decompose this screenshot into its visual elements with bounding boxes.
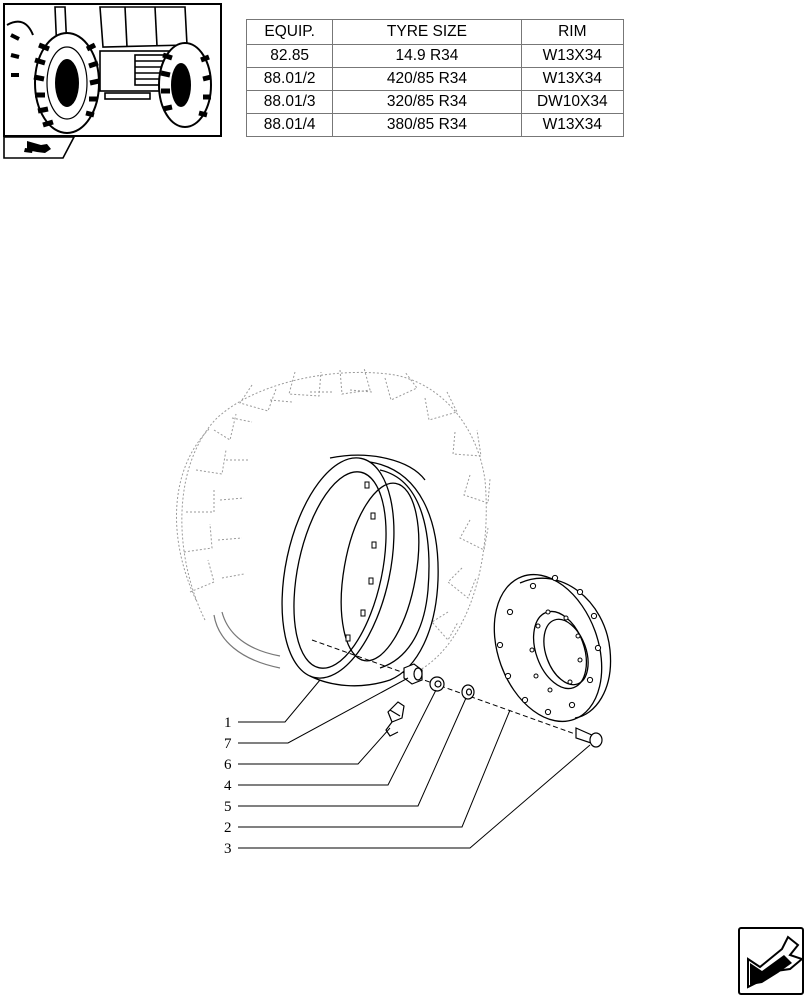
callout-1: 1: [224, 715, 232, 731]
callout-leaders: [238, 677, 591, 849]
assembly-axis-line: [311, 639, 593, 741]
callout-3: 3: [224, 841, 232, 857]
washer-part: [429, 676, 445, 692]
callout-4: 4: [224, 778, 232, 794]
cell-tyre-size: 420/85 R34: [332, 67, 522, 91]
cell-equip: 88.01/4: [245, 113, 334, 137]
table-row: 88.01/2 420/85 R34 W13X34: [245, 67, 625, 91]
cell-tyre-size: 320/85 R34: [332, 90, 522, 114]
tractor-thumbnail: [3, 3, 222, 137]
header-rim: RIM: [520, 19, 625, 45]
table-header-row: EQUIP. TYRE SIZE RIM: [245, 19, 625, 45]
callout-7: 7: [224, 736, 232, 752]
valve-part: [385, 701, 405, 737]
cell-rim: W13X34: [520, 113, 625, 137]
header-tyre-size: TYRE SIZE: [332, 19, 522, 45]
cell-equip: 88.01/3: [245, 90, 334, 114]
tyre-lower-outline: [213, 611, 281, 669]
tractor-icon: [6, 6, 212, 134]
callout-6: 6: [224, 757, 232, 773]
tyre-phantom-outline: [176, 367, 491, 671]
cell-equip: 88.01/2: [245, 67, 334, 91]
tyre-size-table: EQUIP. TYRE SIZE RIM 82.85 14.9 R34 W13X…: [245, 19, 625, 137]
nut-part: [403, 663, 423, 685]
hand-pointer-icon: [3, 136, 75, 159]
table-row: 88.01/4 380/85 R34 W13X34: [245, 113, 625, 137]
callout-2: 2: [224, 820, 232, 836]
wheel-disc-part: [493, 573, 612, 723]
bolt-part: [575, 727, 603, 748]
rim-part: [281, 454, 439, 687]
header-equip: EQUIP.: [245, 19, 334, 45]
next-page-arrow-icon: [747, 935, 805, 989]
callout-labels: 1 7 6 4 5 2 3: [224, 715, 232, 857]
lock-washer-part: [461, 684, 475, 700]
next-page-button[interactable]: [738, 927, 805, 995]
cell-tyre-size: 380/85 R34: [332, 113, 522, 137]
callout-5: 5: [224, 799, 232, 815]
cell-tyre-size: 14.9 R34: [332, 44, 522, 68]
